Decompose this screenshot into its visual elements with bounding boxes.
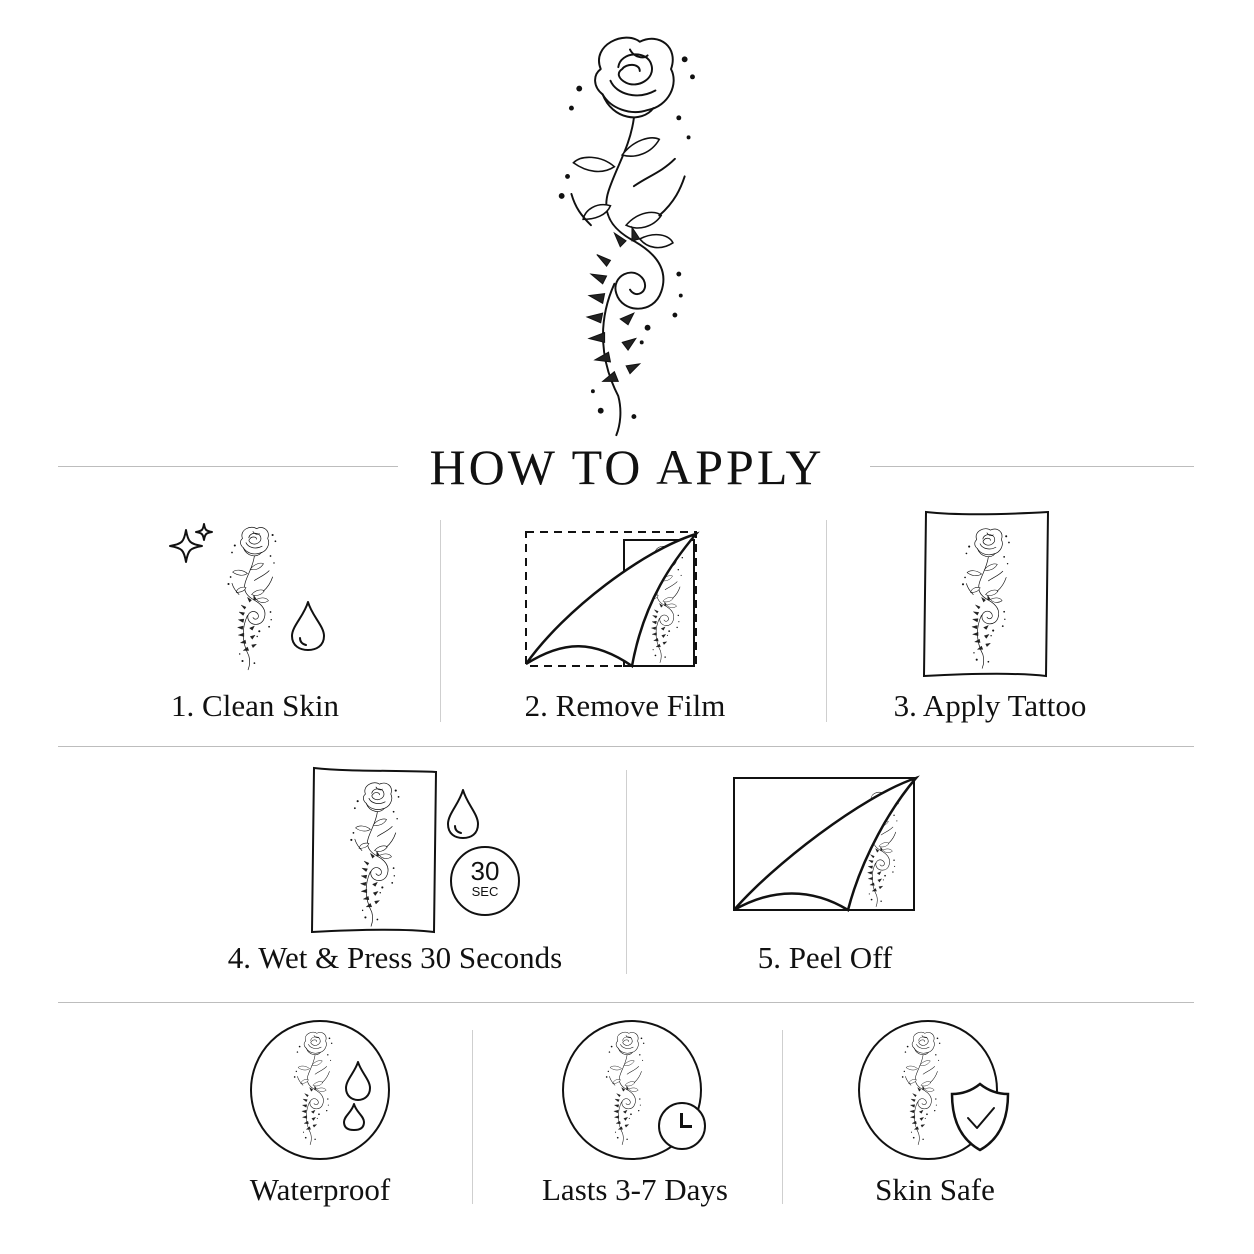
rose-tattoo-icon: [227, 526, 277, 671]
row-divider-2: [58, 1002, 1194, 1003]
step-label: 3. Apply Tattoo: [893, 688, 1087, 723]
feature-label: Lasts 3-7 Days: [542, 1172, 728, 1207]
skin-safe-badge: [858, 1020, 998, 1160]
step-label: 5. Peel Off: [757, 940, 893, 975]
timer-unit: SEC: [471, 884, 499, 899]
divider: [440, 520, 441, 722]
wet-tattoo-sheet-icon: [310, 766, 438, 934]
hero-rose-tattoo-illustration: [557, 36, 697, 437]
timer-badge: 30 SEC: [450, 846, 520, 916]
shield-check-icon: [950, 1082, 1010, 1152]
clock-icon: [658, 1102, 706, 1150]
rose-tattoo-icon: [293, 1031, 333, 1145]
title-rule-right: [870, 466, 1194, 467]
divider: [782, 1030, 783, 1204]
divider: [826, 520, 827, 722]
step-label: 2. Remove Film: [524, 688, 726, 723]
title-rule-left: [58, 466, 398, 467]
waterproof-badge: [250, 1020, 390, 1160]
water-drops-icon: [343, 1061, 371, 1131]
row-divider-1: [58, 746, 1194, 747]
divider: [472, 1030, 473, 1204]
applied-tattoo-sheet-icon: [922, 510, 1050, 678]
timer-value: 30: [470, 856, 500, 886]
step-label: 1. Clean Skin: [171, 688, 339, 723]
page-title: HOW TO APPLY: [429, 439, 825, 495]
step-label: 4. Wet & Press 30 Seconds: [227, 940, 563, 975]
rose-tattoo-icon: [605, 1031, 645, 1145]
water-drop-icon: [447, 789, 479, 839]
sparkle-icon: [169, 523, 213, 563]
feature-label: Skin Safe: [875, 1172, 995, 1207]
duration-badge: [562, 1020, 702, 1160]
rose-tattoo-icon: [901, 1031, 941, 1145]
film-peel-icon: [524, 531, 700, 669]
water-drop-icon: [291, 601, 325, 651]
peel-off-icon: [733, 775, 920, 912]
divider: [626, 770, 627, 974]
feature-label: Waterproof: [249, 1172, 391, 1207]
